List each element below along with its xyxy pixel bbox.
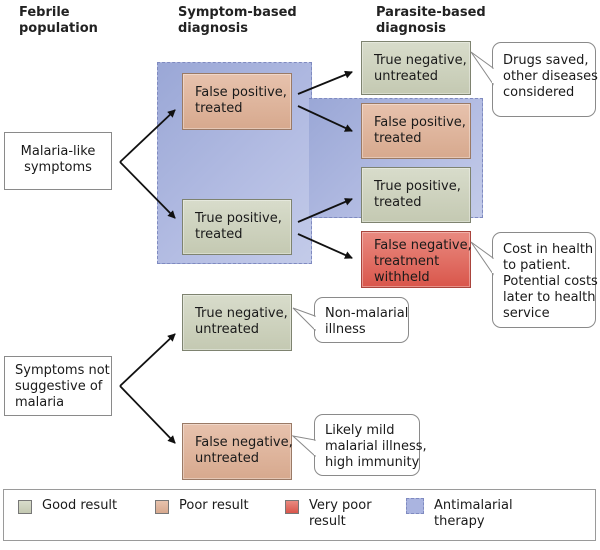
arrow-malaria-to-true-positive xyxy=(119,161,176,219)
symptom-false-negative-untreated: False negative, untreated xyxy=(182,423,293,480)
legend-item-very-poor: Very poor result xyxy=(285,498,372,530)
arrow-tp-to-false-negative xyxy=(297,233,353,259)
callout-non-malarial-illness: Non-malarial illness xyxy=(314,297,409,343)
callout-cost-in-health: Cost in health to patient. Potential cos… xyxy=(492,232,598,328)
header-parasite-based-diagnosis: Parasite-based diagnosis xyxy=(376,5,486,36)
population-malaria-like-symptoms: Malaria-like symptoms xyxy=(4,132,112,190)
legend: Good result Poor result Very poor result… xyxy=(3,489,596,541)
callout-pointer-likely-mild xyxy=(291,435,316,458)
header-symptom-based-diagnosis: Symptom-based diagnosis xyxy=(178,5,297,36)
legend-swatch-very-poor xyxy=(285,500,299,514)
parasite-true-positive-treated: True positive, treated xyxy=(361,167,471,223)
arrow-malaria-to-false-positive xyxy=(119,109,176,163)
callout-likely-mild-malarial-illness: Likely mild malarial illness, high immun… xyxy=(314,414,427,476)
legend-label-good: Good result xyxy=(42,498,118,513)
legend-swatch-poor xyxy=(155,500,169,514)
legend-label-therapy: Antimalarial therapy xyxy=(434,498,513,529)
legend-label-poor: Poor result xyxy=(179,498,249,513)
legend-swatch-good xyxy=(18,500,32,514)
parasite-false-positive-treated: False positive, treated xyxy=(361,103,471,159)
arrow-fp-to-true-negative xyxy=(297,70,353,95)
arrow-not-suggestive-to-true-negative xyxy=(119,333,176,387)
parasite-false-negative-treatment-withheld: False negative, treatment withheld xyxy=(361,231,472,288)
callout-pointer-non-malarial xyxy=(292,307,316,332)
callout-pointer-drugs-saved xyxy=(470,51,494,86)
legend-item-therapy: Antimalarial therapy xyxy=(406,498,513,530)
parasite-true-negative-untreated: True negative, untreated xyxy=(361,41,471,95)
symptom-true-positive-treated: True positive, treated xyxy=(182,199,292,255)
population-symptoms-not-suggestive: Symptoms not suggestive of malaria xyxy=(4,356,112,416)
symptom-false-positive-treated: False positive, treated xyxy=(182,73,292,130)
legend-item-good: Good result xyxy=(18,498,117,514)
legend-item-poor: Poor result xyxy=(155,498,249,514)
callout-pointer-cost-health xyxy=(470,241,494,276)
legend-label-very-poor: Very poor result xyxy=(309,498,372,529)
arrow-not-suggestive-to-false-negative xyxy=(119,385,176,444)
header-febrile-population: Febrile population xyxy=(19,5,98,36)
arrow-fp-to-false-positive xyxy=(297,105,353,132)
arrow-tp-to-true-positive xyxy=(297,198,353,223)
symptom-true-negative-untreated: True negative, untreated xyxy=(182,294,292,351)
legend-swatch-therapy xyxy=(406,498,424,514)
